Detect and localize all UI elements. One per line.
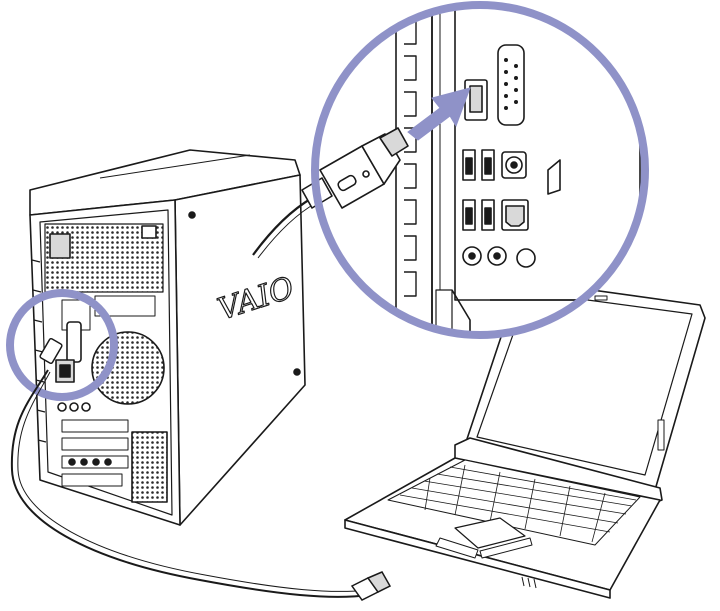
tower-plug xyxy=(39,337,63,365)
i-link-connector xyxy=(252,127,409,259)
port-highlight-circle xyxy=(6,289,118,401)
insert-arrow xyxy=(407,87,471,141)
cable-plug-end xyxy=(350,571,392,601)
zoom-magnifier xyxy=(252,1,649,339)
usb-cable xyxy=(10,369,371,598)
desktop-tower: VAIO xyxy=(29,149,306,526)
